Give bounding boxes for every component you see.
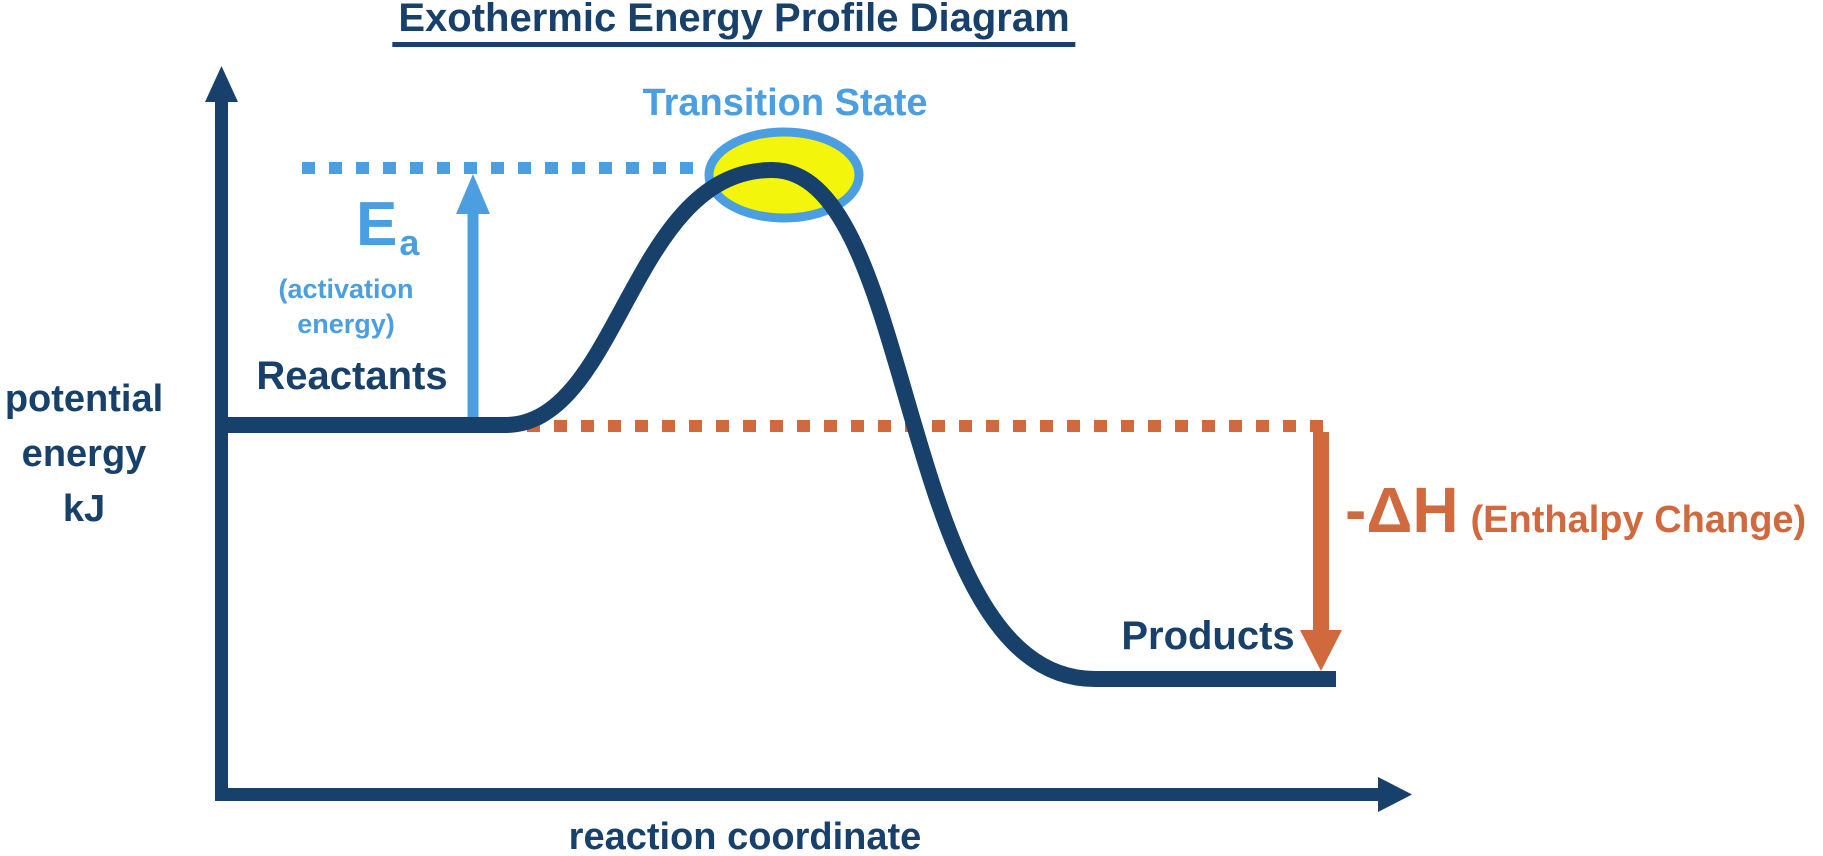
enthalpy-change-label: -ΔH (Enthalpy Change) (1345, 478, 1806, 542)
activation-note-line1: (activation (278, 274, 414, 304)
y-axis-label-line2: energy (21, 433, 147, 475)
enthalpy-note: (Enthalpy Change) (1470, 499, 1807, 541)
y-axis-label-line3: kJ (62, 488, 106, 530)
enthalpy-symbol: -ΔH (1345, 474, 1459, 546)
activation-energy-symbol-main: E (356, 190, 398, 259)
y-axis-label: potential energy kJ (5, 372, 163, 537)
activation-note-line2: energy) (297, 309, 395, 339)
y-axis-label-line1: potential (4, 378, 164, 420)
enthalpy-arrowhead-icon (1300, 630, 1342, 671)
y-axis-line (215, 98, 228, 801)
activation-energy-arrowhead-icon (456, 174, 490, 214)
products-label: Products (1121, 614, 1295, 658)
x-axis-label: reaction coordinate (568, 816, 922, 856)
transition-state-label: Transition State (642, 82, 928, 124)
activation-energy-symbol: Ea (356, 194, 419, 261)
x-axis-line (215, 788, 1380, 801)
page-title: Exothermic Energy Profile Diagram (392, 0, 1076, 47)
activation-energy-symbol-sub: a (399, 222, 420, 263)
reactants-label: Reactants (256, 354, 448, 398)
energy-curve (222, 161, 1336, 687)
activation-energy-note: (activation energy) (278, 272, 413, 342)
x-axis-arrowhead-icon (1378, 777, 1412, 812)
y-axis-arrowhead-icon (205, 66, 238, 102)
